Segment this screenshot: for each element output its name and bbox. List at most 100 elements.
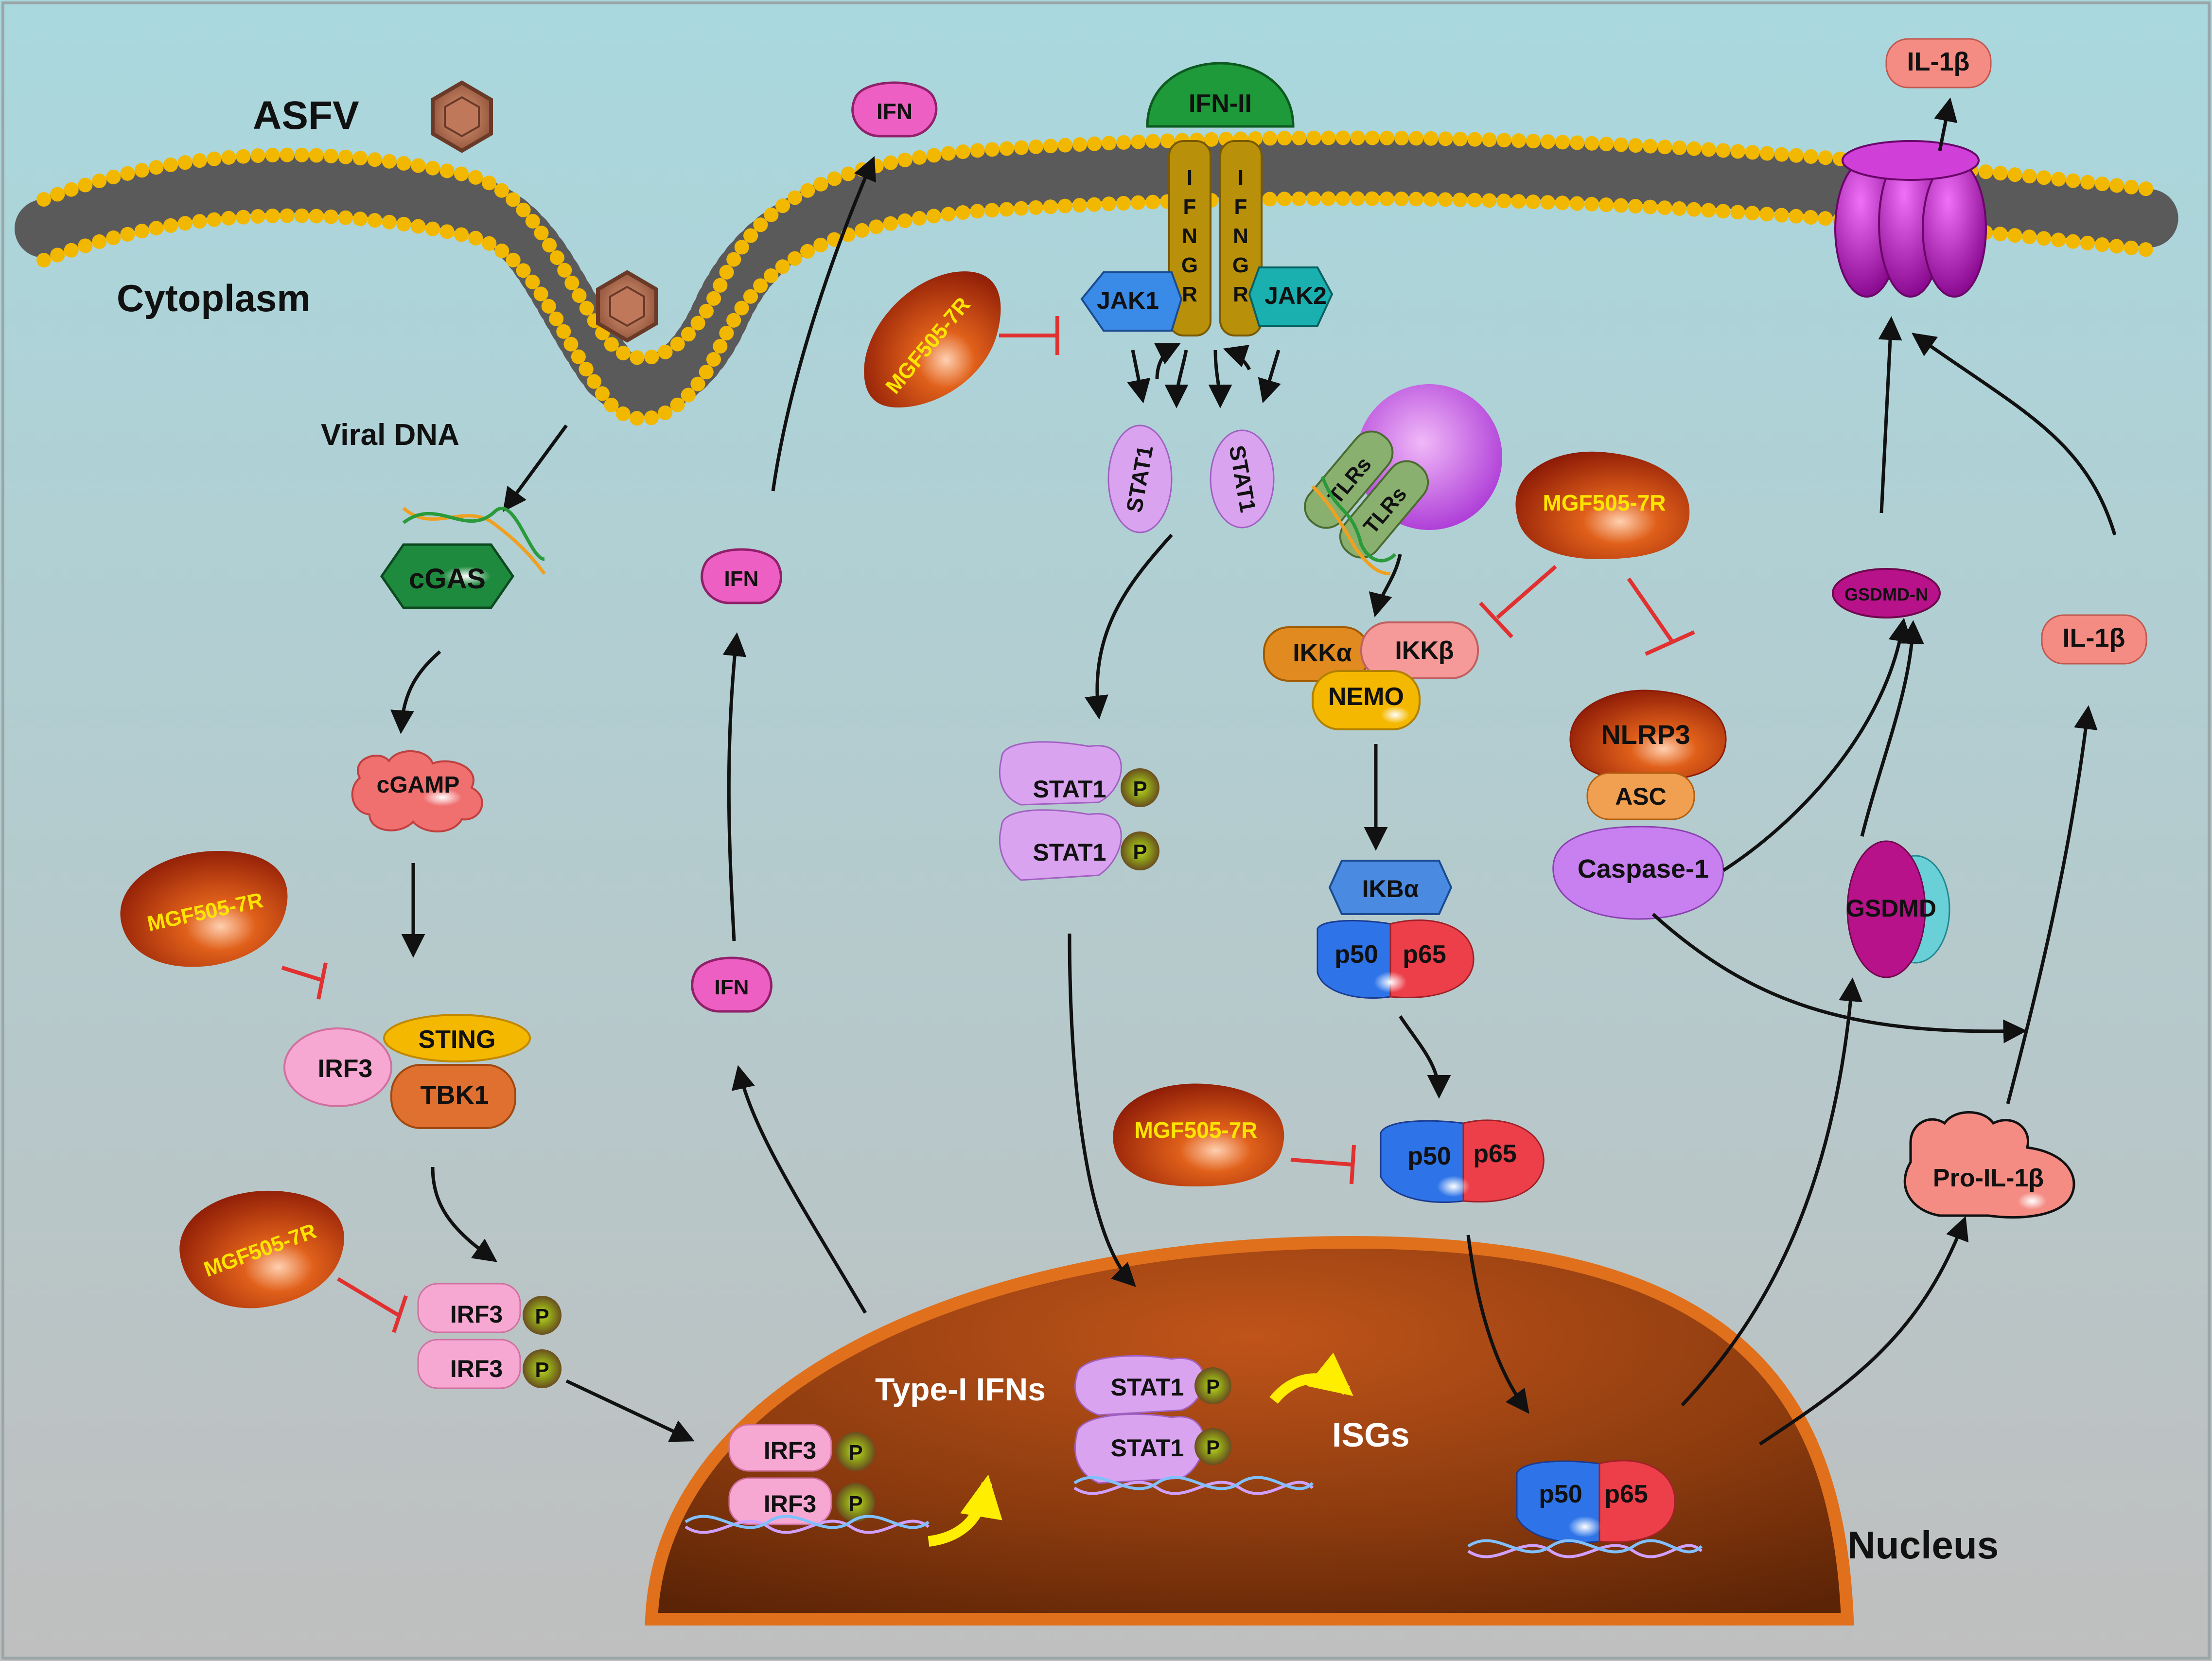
ifngr-right-n: N bbox=[1233, 224, 1248, 248]
ifn-label-middle: IFN bbox=[724, 567, 759, 591]
ifngr-left-f: F bbox=[1183, 195, 1196, 219]
ifngr-right-i: I bbox=[1238, 166, 1244, 190]
gsdmd-pore bbox=[1834, 140, 1987, 298]
nfkb-activated: p50 p65 bbox=[1380, 1119, 1545, 1203]
cytoplasm-label: Cytoplasm bbox=[117, 277, 311, 319]
ifn-ii-label: IFN-II bbox=[1189, 89, 1252, 118]
dna-helix-nfkb-icon bbox=[1467, 1539, 1703, 1558]
ifngr-right-g: G bbox=[1232, 253, 1249, 277]
phospho-label-g: P bbox=[1206, 1375, 1220, 1398]
arrow-ifn-up-1 bbox=[722, 632, 747, 941]
mgf505-7r-protein-4: MGF505-7R bbox=[1515, 451, 1690, 559]
gsdmd-protein: GSDMD bbox=[1846, 840, 1950, 978]
cgamp-label: cGAMP bbox=[377, 772, 460, 798]
pro-il1b-protein: Pro-IL-1β bbox=[1903, 1111, 2075, 1219]
phospho-label-d: P bbox=[848, 1492, 862, 1516]
phospho-label-b: P bbox=[535, 1358, 549, 1382]
irf3-phosphorylated-dimer: IRF3 IRF3 P P bbox=[417, 1283, 562, 1389]
nuclear-stat1-label-2: STAT1 bbox=[1111, 1434, 1184, 1462]
stat1-monomer-left: STAT1 bbox=[1107, 424, 1173, 533]
arrow-irf3p-to-nucleus bbox=[565, 1379, 695, 1442]
phospho-label-f: P bbox=[1133, 840, 1147, 864]
nuclear-stat1-dimer: STAT1 STAT1 P P bbox=[1074, 1355, 1231, 1484]
pro-il1b-label: Pro-IL-1β bbox=[1933, 1164, 2044, 1192]
ifngr-left-r: R bbox=[1182, 283, 1197, 306]
phospho-label-c: P bbox=[848, 1441, 862, 1465]
cgas-protein: cGAS bbox=[380, 543, 515, 609]
ikb-alpha-label: IKBα bbox=[1362, 875, 1419, 902]
nlrp3-label: NLRP3 bbox=[1601, 719, 1690, 750]
isg-arrow-stat1 bbox=[1269, 1352, 1353, 1404]
asfv-virion-icon bbox=[431, 80, 493, 153]
asfv-virion-entering-icon bbox=[596, 270, 658, 343]
p65-label-nuclear: p65 bbox=[1604, 1480, 1648, 1508]
tbk1-label: TBK1 bbox=[420, 1080, 489, 1110]
ifn-protein-middle: IFN bbox=[701, 548, 782, 604]
mgf505-7r-protein-2: MGF505-7R bbox=[179, 1190, 345, 1308]
nuclear-irf3-dimer: IRF3 IRF3 P P bbox=[728, 1424, 875, 1525]
arrow-stat1-to-nucleus bbox=[1068, 933, 1136, 1287]
arrow-nfkb-to-nucleus bbox=[1466, 1235, 1529, 1414]
p50-label-nuclear: p50 bbox=[1539, 1480, 1582, 1508]
asc-label: ASC bbox=[1615, 783, 1667, 810]
arrow-ikba-to-nfkb bbox=[1399, 1015, 1451, 1099]
nuclear-irf3-label-1: IRF3 bbox=[764, 1437, 816, 1464]
nucleus-label: Nucleus bbox=[1847, 1523, 1999, 1567]
gsdmd-label: GSDMD bbox=[1846, 895, 1936, 922]
arrow-cgas-to-cgamp bbox=[390, 650, 441, 734]
p65-label-active: p65 bbox=[1473, 1140, 1517, 1168]
arrow-gsdmd-to-gsdmd-n bbox=[1860, 620, 1925, 837]
arrow-il1b-to-pore bbox=[1912, 333, 2117, 536]
ifngr-right-f: F bbox=[1234, 195, 1247, 219]
mgf505-7r-label-4: MGF505-7R bbox=[1543, 490, 1666, 515]
gsdmd-n-label: GSDMD-N bbox=[1844, 584, 1928, 604]
nlrp3-inflammasome: NLRP3 ASC Caspase-1 bbox=[1552, 689, 1727, 920]
jak1-label: JAK1 bbox=[1097, 287, 1159, 314]
stat1-label-dimer-1: STAT1 bbox=[1033, 776, 1106, 803]
ifngr-left-i: I bbox=[1187, 166, 1193, 190]
arrow-stat1-to-dimer bbox=[1085, 533, 1173, 720]
ifngr-right-r: R bbox=[1233, 283, 1248, 306]
arrow-caspase-to-il1b bbox=[1651, 913, 2027, 1043]
jak2-kinase: JAK2 bbox=[1248, 266, 1334, 327]
inhibition-mgf-nfkb bbox=[1290, 1145, 1356, 1184]
il1b-label-cytoplasm: IL-1β bbox=[2063, 623, 2125, 653]
dna-helix-irf3-icon bbox=[685, 1515, 930, 1534]
stat1-monomer-right: STAT1 bbox=[1210, 429, 1275, 529]
arrow-pro-il1b-to-il1b bbox=[2006, 705, 2098, 1104]
mgf505-7r-protein-5: MGF505-7R bbox=[1113, 1083, 1284, 1186]
nemo-label: NEMO bbox=[1328, 683, 1404, 711]
inhibition-mgf-jak1 bbox=[999, 316, 1059, 355]
jak2-label: JAK2 bbox=[1264, 282, 1327, 309]
tlr-receptor: TLRs TLRs bbox=[1304, 384, 1502, 559]
ifn-protein-top: IFN bbox=[851, 81, 938, 138]
irf3-label-1: IRF3 bbox=[450, 1301, 503, 1328]
viral-dna-helix-icon bbox=[402, 507, 546, 575]
il1b-label-extracellular: IL-1β bbox=[1907, 47, 1970, 76]
inhibition-mgf-irf3 bbox=[336, 1277, 408, 1333]
type-i-ifns-label: Type-I IFNs bbox=[875, 1371, 1046, 1407]
ifngr-letters-left: I F N G R bbox=[1181, 166, 1198, 306]
inhibition-mgf-ikk bbox=[1479, 565, 1557, 638]
ikk-alpha-label: IKKα bbox=[1293, 639, 1352, 667]
p50-label-active: p50 bbox=[1407, 1142, 1451, 1170]
ikk-beta-label: IKKβ bbox=[1395, 636, 1454, 665]
p50-label-cyto: p50 bbox=[1334, 940, 1378, 969]
viral-dna-label: Viral DNA bbox=[321, 418, 459, 452]
gsdmd-n-protein: GSDMD-N bbox=[1832, 568, 1941, 618]
phospho-label-h: P bbox=[1206, 1436, 1220, 1459]
nuclear-nfkb: p50 p65 bbox=[1516, 1460, 1676, 1543]
mgf505-7r-protein-1: MGF505-7R bbox=[120, 851, 288, 967]
arrow-sting-to-irf3p bbox=[431, 1166, 498, 1262]
ifngr-letters-right: I F N G R bbox=[1232, 166, 1249, 306]
ifn-ii-ligand: IFN-II bbox=[1146, 62, 1295, 128]
ifn-protein-lower: IFN bbox=[691, 956, 772, 1013]
jak1-kinase: JAK1 bbox=[1080, 271, 1183, 332]
arrow-gsdmd-n-to-pore bbox=[1878, 316, 1902, 513]
arrow-nucleus-to-pro-il1b bbox=[1759, 1216, 1969, 1446]
ikba-nfkb-complex: IKBα p50 p65 bbox=[1317, 860, 1475, 999]
jak-stat-arrows bbox=[1127, 343, 1281, 408]
arrow-caspase-to-gsdmd-n bbox=[1722, 618, 1913, 872]
sting-tbk1-irf3-complex: IRF3 STING TBK1 bbox=[283, 1014, 531, 1129]
